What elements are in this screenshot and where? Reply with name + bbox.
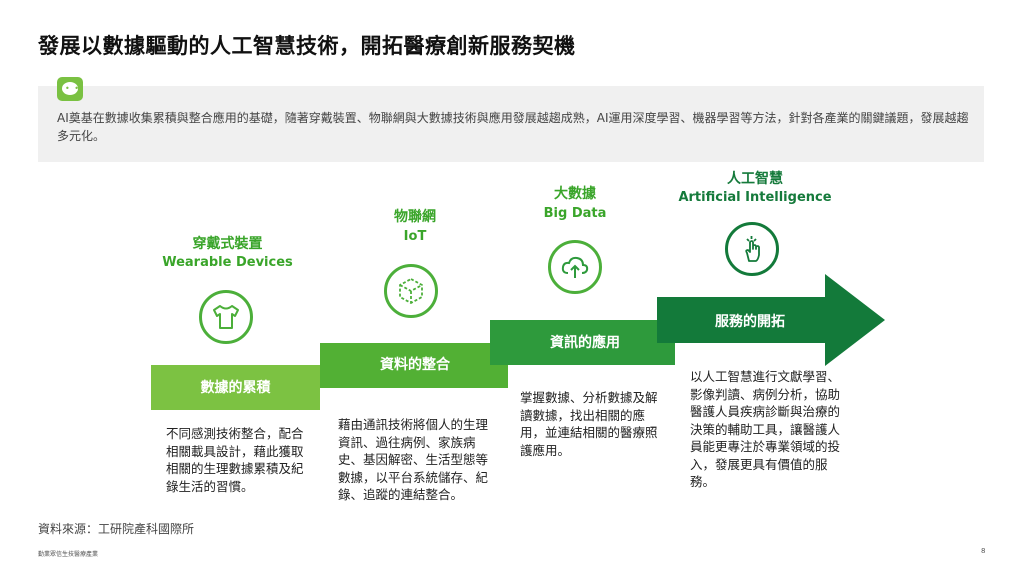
category-ai-zh: 人工智慧	[727, 171, 783, 187]
step-label-integrate: 資料的整合	[380, 357, 450, 373]
cloud-upload-icon	[548, 240, 602, 294]
chat-bubble-icon: • •	[57, 77, 83, 101]
page-title: 發展以數據驅動的人工智慧技術，開拓醫療創新服務契機	[38, 34, 576, 58]
iot-cube-icon	[384, 264, 438, 318]
step-desc-develop: 以人工智慧進行文獻學習、影像判讀、病例分析，協助醫護人員疾病診斷與治療的決策的輔…	[690, 369, 841, 489]
tshirt-icon	[199, 290, 253, 344]
category-wearable-zh: 穿戴式裝置	[192, 236, 263, 252]
step-label-apply: 資訊的應用	[550, 335, 620, 351]
page-number: 8	[981, 547, 986, 555]
category-bigdata-zh: 大數據	[554, 186, 596, 202]
step-4-shape	[657, 274, 885, 366]
step-label-accumulate: 數據的累積	[200, 380, 271, 396]
category-ai-en: Artificial Intelligence	[678, 190, 832, 205]
step-1-shape	[151, 365, 320, 410]
summary-box	[38, 86, 984, 162]
category-iot-en: IoT	[403, 229, 427, 244]
step-desc-apply: 掌握數據、分析數據及解讀數據，找出相關的應用，並連結相關的醫療照護應用。	[520, 390, 658, 458]
category-bigdata-en: Big Data	[543, 206, 607, 221]
step-3-shape	[490, 297, 675, 365]
category-wearable-en: Wearable Devices	[162, 255, 293, 270]
hand-touch-icon	[725, 222, 779, 276]
step-desc-integrate: 藉由通訊技術將個人的生理資訊、過往病例、家族病史、基因解密、生活型態等數據，以平…	[338, 417, 489, 502]
footer-text: 勤業眾信生技醫療產業	[38, 551, 99, 558]
summary-text: AI奠基在數據收集累積與整合應用的基礎，隨著穿戴裝置、物聯網與大數據技術與應用發…	[57, 111, 969, 143]
step-desc-accumulate: 不同感測技術整合，配合相關載具設計，藉此獲取相關的生理數據累積及紀錄生活的習慣。	[166, 426, 304, 494]
step-label-develop: 服務的開拓	[715, 314, 785, 330]
category-iot-zh: 物聯網	[394, 209, 436, 225]
source-note: 資料來源：工研院產科國際所	[38, 522, 195, 536]
step-2-shape	[320, 320, 508, 388]
